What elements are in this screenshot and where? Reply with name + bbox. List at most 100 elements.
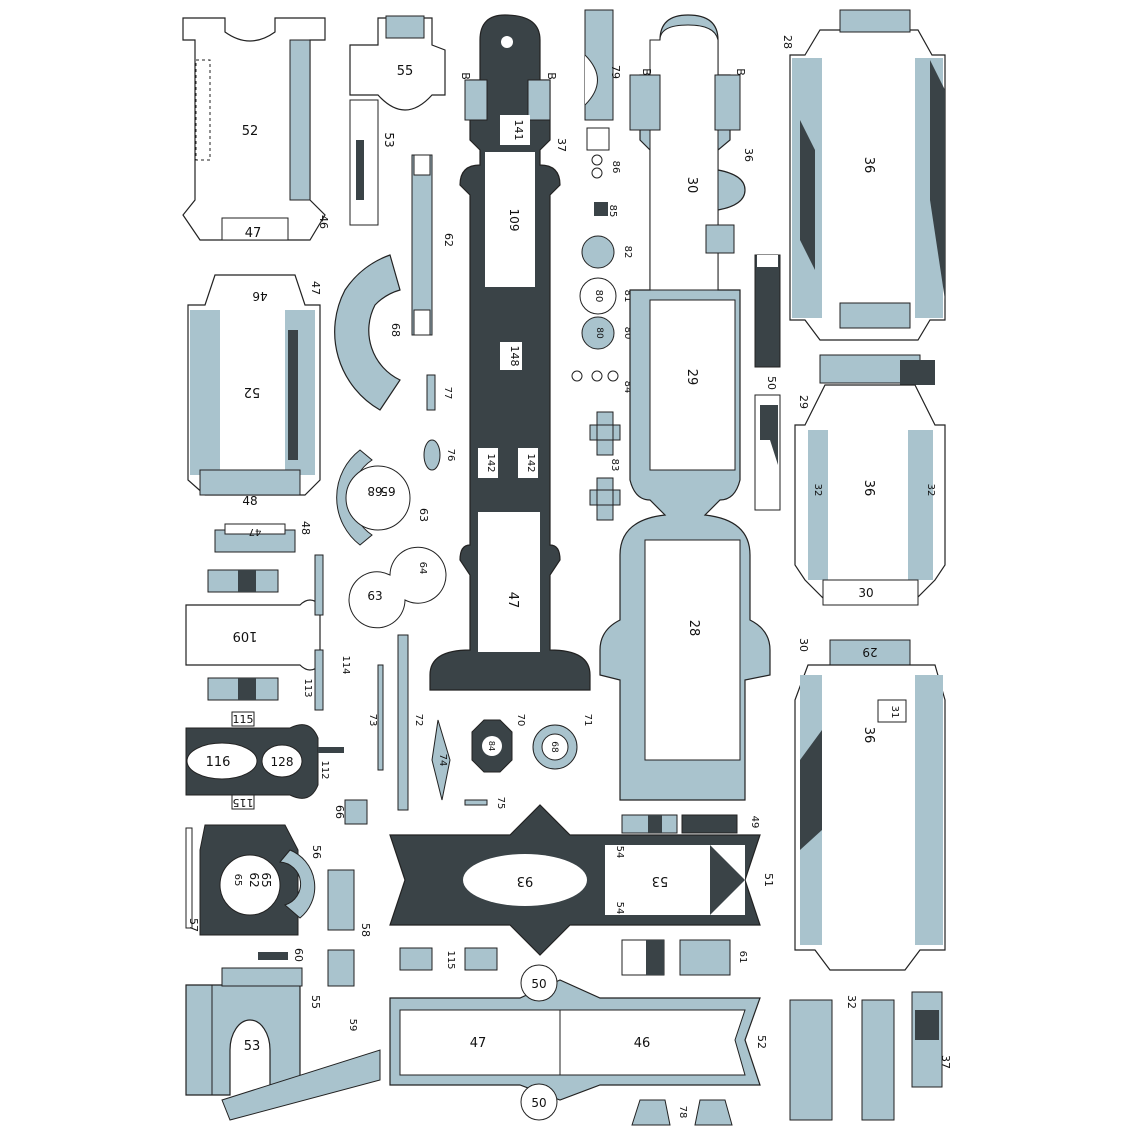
part-47-46-52-bottom [389, 964, 761, 1121]
label-141: 141 [512, 120, 525, 141]
label-31: 31 [889, 706, 900, 719]
part-82 [581, 235, 615, 269]
part-63-64 [348, 546, 447, 629]
label-114: 114 [340, 655, 351, 674]
label-32: 32 [845, 995, 858, 1009]
label-65: 65 [259, 872, 273, 887]
label-B: B [734, 68, 747, 76]
part-109 [185, 554, 324, 711]
label-73: 73 [367, 714, 378, 727]
label-142: 142 [485, 453, 496, 472]
part-81 [579, 277, 617, 315]
label-32: 32 [925, 484, 936, 497]
part-52-top [182, 17, 326, 241]
label-29: 29 [797, 395, 810, 409]
label-50: 50 [531, 977, 546, 991]
part-49 [621, 814, 738, 834]
label-29: 29 [684, 369, 699, 386]
label-47: 47 [470, 1036, 487, 1051]
label-113: 113 [302, 678, 313, 697]
label-81: 81 [622, 290, 633, 303]
label-47: 47 [245, 226, 262, 241]
label-64: 64 [417, 562, 428, 575]
part-55 [349, 15, 446, 226]
label-B: B [640, 68, 653, 76]
part-78 [631, 1099, 733, 1126]
label-68: 68 [367, 484, 382, 498]
part-61 [621, 939, 731, 976]
part-116-128 [185, 711, 344, 810]
label-28: 28 [686, 620, 701, 637]
part-80 [581, 316, 615, 350]
label-54: 54 [614, 846, 625, 859]
label-36: 36 [861, 727, 876, 744]
label-57: 57 [187, 918, 200, 932]
label-52: 52 [242, 124, 259, 139]
part-62 [411, 154, 433, 336]
part-32-bottom [789, 991, 943, 1121]
label-29: 29 [862, 645, 877, 659]
label-82: 82 [622, 246, 633, 259]
label-84: 84 [622, 381, 633, 394]
label-115: 115 [233, 796, 254, 809]
label-148: 148 [508, 346, 521, 367]
label-49: 49 [749, 816, 760, 829]
label-66: 66 [333, 805, 346, 819]
label-109: 109 [233, 628, 258, 643]
label-78: 78 [677, 1106, 688, 1119]
label-116: 116 [206, 755, 231, 770]
part-hull-light [599, 14, 771, 801]
label-30: 30 [684, 177, 699, 194]
label-60: 60 [292, 948, 305, 962]
label-56: 56 [310, 845, 323, 859]
part-66 [344, 799, 368, 825]
label-93: 93 [517, 873, 534, 888]
label-84: 84 [487, 741, 496, 751]
part-36-middle [794, 354, 946, 606]
part-68-arc [334, 254, 401, 411]
label-58: 58 [359, 923, 372, 937]
label-62: 62 [442, 233, 455, 247]
part-115-bottom [399, 947, 498, 971]
label-86: 86 [610, 161, 621, 174]
label-54: 54 [614, 902, 625, 915]
part-73 [377, 664, 384, 771]
label-74: 74 [437, 754, 448, 767]
part-77 [426, 374, 436, 411]
label-80: 80 [594, 327, 604, 339]
label-B: B [545, 72, 558, 80]
label-63: 63 [417, 508, 430, 522]
part-53-arch [185, 967, 381, 1121]
label-68: 68 [389, 323, 402, 337]
label-46: 46 [252, 289, 267, 303]
label-48: 48 [299, 521, 312, 535]
label-115: 115 [233, 713, 254, 726]
part-60 [258, 952, 288, 960]
label-61: 61 [737, 951, 748, 964]
label-79: 79 [609, 65, 622, 79]
part-72 [397, 634, 409, 811]
label-65: 65 [380, 484, 395, 498]
label-37: 37 [939, 1055, 952, 1069]
part-36-top [789, 9, 946, 341]
part-65-62 [185, 824, 316, 936]
label-109: 109 [507, 209, 521, 232]
label-85: 85 [607, 205, 618, 218]
label-72: 72 [413, 714, 424, 727]
label-51: 51 [762, 873, 775, 887]
label-32: 32 [812, 484, 823, 497]
label-59: 59 [347, 1019, 358, 1032]
part-36-bottom [794, 639, 946, 971]
label-47: 47 [505, 592, 520, 609]
label-46: 46 [634, 1036, 651, 1051]
label-53: 53 [382, 132, 396, 147]
label-128: 128 [271, 755, 294, 769]
label-36: 36 [861, 157, 876, 174]
label-48: 48 [242, 494, 257, 508]
label-76: 76 [445, 449, 456, 462]
label-115: 115 [445, 950, 456, 969]
label-77: 77 [442, 387, 453, 400]
label-55: 55 [309, 995, 322, 1009]
label-80: 80 [622, 327, 633, 340]
